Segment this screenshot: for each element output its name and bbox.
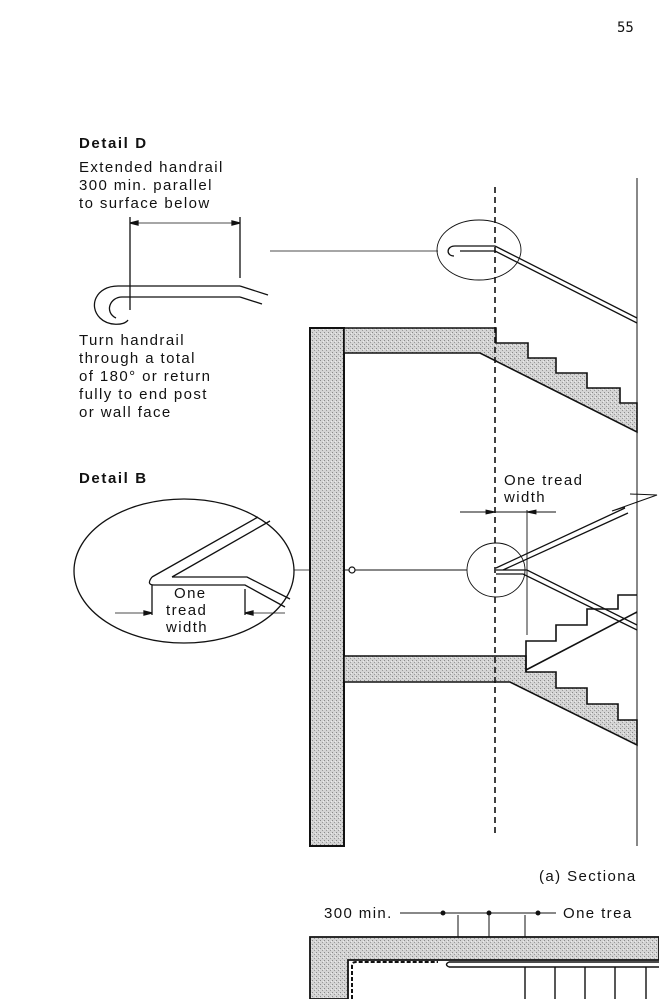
plan-wall bbox=[309, 936, 659, 999]
plan-treads bbox=[524, 967, 647, 999]
detail-b-label-line-3: width bbox=[166, 619, 209, 636]
detail-d-note-line-1: Extended handrail bbox=[79, 159, 224, 176]
detail-d-turn-line-4: fully to end post bbox=[79, 386, 208, 403]
detail-b-rail-up bbox=[151, 516, 271, 578]
detail-d-turn-line-2: through a total bbox=[79, 350, 196, 367]
section-bracket-dot bbox=[348, 566, 356, 574]
detail-d-rail-lower-curve bbox=[108, 296, 240, 319]
section-mid-stair-soffit bbox=[525, 611, 638, 671]
section-wall bbox=[309, 327, 345, 847]
plan-return-dashed bbox=[351, 961, 438, 999]
section-tread-label-line-1: One tread bbox=[504, 472, 584, 489]
section-mid-stair-steps bbox=[525, 594, 637, 672]
detail-d-dim-arrow-right bbox=[231, 220, 241, 226]
detail-d-rail-slope bbox=[239, 285, 269, 305]
section-upper-slab bbox=[343, 327, 638, 434]
detail-b-heading: Detail B bbox=[79, 470, 148, 487]
detail-d-note-line-2: 300 min. parallel bbox=[79, 177, 213, 194]
plan-dim-300-label: 300 min. bbox=[324, 905, 393, 922]
plan-dim-tread-label: One trea bbox=[563, 905, 633, 922]
detail-b-rail-down bbox=[148, 576, 291, 608]
detail-d-drawing bbox=[93, 217, 438, 325]
detail-b-drawing bbox=[73, 498, 350, 644]
section-tread-dimension bbox=[460, 509, 556, 635]
detail-d-turn-line-1: Turn handrail bbox=[79, 332, 186, 349]
section-lower-slab bbox=[343, 655, 638, 747]
detail-b-dim-arrows bbox=[143, 610, 254, 616]
section-tread-label-line-2: width bbox=[504, 489, 547, 506]
detail-d-turn-line-5: or wall face bbox=[79, 404, 172, 421]
section-upper-handrail bbox=[436, 219, 638, 324]
detail-d-turn-line-3: of 180° or return bbox=[79, 368, 212, 385]
detail-d-callout-circle bbox=[436, 219, 522, 281]
detail-b-label-line-2: tread bbox=[166, 602, 208, 619]
detail-b-circle bbox=[73, 498, 295, 644]
detail-d-dim-arrow-left bbox=[129, 220, 139, 226]
page-number: 55 bbox=[617, 20, 634, 36]
detail-d-rail-upper-curve bbox=[93, 285, 240, 325]
detail-d-heading: Detail D bbox=[79, 135, 148, 152]
detail-b-label-line-1: One bbox=[174, 585, 207, 602]
plan-dimension bbox=[400, 910, 556, 937]
section-drawing bbox=[309, 178, 658, 847]
plan-drawing bbox=[309, 910, 659, 999]
section-caption: (a) Sectiona bbox=[539, 868, 637, 885]
plan-handrail bbox=[445, 961, 659, 968]
detail-d-note-line-3: to surface below bbox=[79, 195, 211, 212]
